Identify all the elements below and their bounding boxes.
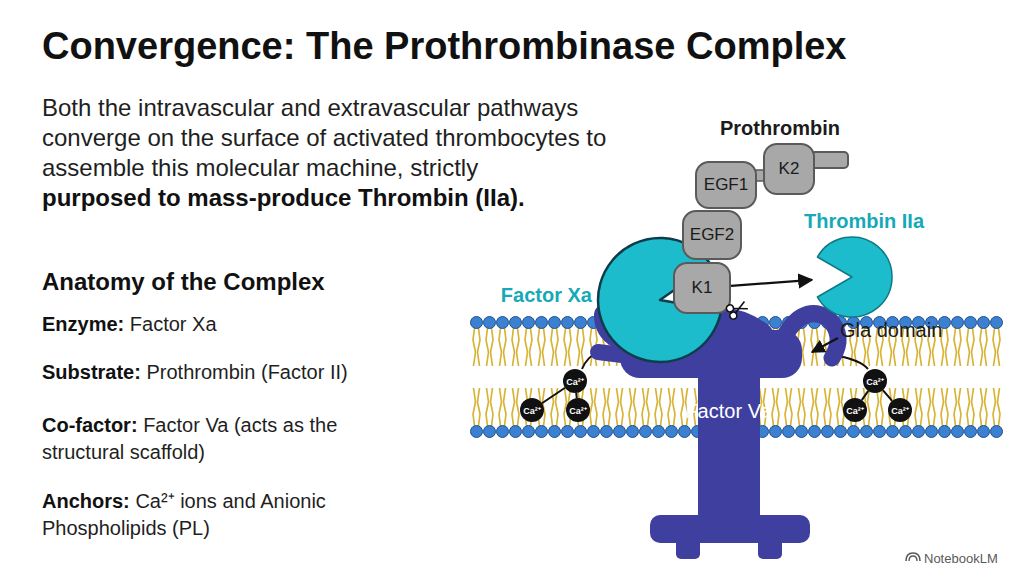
list-item: Anchors:Ca²⁺ ions and Anionic Phospholip… [42, 488, 392, 542]
domain-box: K2 [763, 143, 815, 195]
list-term: Substrate: [42, 361, 141, 383]
node-text: Thrombin IIa [804, 210, 944, 233]
node-text: Ca²⁺ [846, 404, 864, 417]
product-shape: Thrombin IIa [812, 237, 892, 317]
gla-tether [838, 356, 868, 369]
node-text: Factor Xa [492, 284, 592, 307]
domain-box: K1 [673, 262, 731, 314]
node-text: Ca²⁺ [891, 404, 909, 417]
prothrombin-tail [811, 152, 848, 168]
list-value: Factor Xa [130, 313, 217, 335]
node-text: Ca²⁺ [569, 404, 587, 417]
watermark-icon [906, 553, 920, 561]
reaction-arrow [731, 280, 812, 286]
list-item: Co-factor:Factor Va (acts as the structu… [42, 412, 392, 466]
node-text: EGF1 [704, 175, 748, 195]
node-text: EGF2 [690, 225, 734, 245]
calcium-ion: Ca²⁺ [888, 398, 912, 422]
calcium-ion: Ca²⁺ [520, 398, 544, 422]
intro-emphasis: purposed to mass-produce Thrombin (IIa). [42, 183, 652, 213]
calcium-ion: Ca²⁺ [863, 369, 887, 393]
list-value: Prothrombin (Factor II) [147, 361, 348, 383]
calcium-ion: Ca²⁺ [563, 369, 587, 393]
node-text: Ca²⁺ [523, 404, 541, 417]
node-text: K1 [692, 278, 713, 298]
tether-line [862, 391, 868, 400]
list-item: Enzyme: Factor Xa [42, 311, 392, 338]
node-text: Ca²⁺ [566, 375, 584, 388]
section-heading: Anatomy of the Complex [42, 268, 325, 296]
watermark: NotebookLM [924, 551, 998, 566]
tether-line [883, 390, 892, 401]
list-item: Substrate: Prothrombin (Factor II) [42, 359, 392, 386]
intro-text: Both the intravascular and extravascular… [42, 94, 606, 181]
list-term: Co-factor: [42, 414, 138, 436]
domain-box: EGF2 [682, 210, 742, 260]
callout-label: Gla domain [840, 319, 942, 342]
calcium-ion: Ca²⁺ [566, 398, 590, 422]
node-text: K2 [779, 159, 800, 179]
slide-title: Convergence: The Prothrombinase Complex [42, 25, 847, 68]
calcium-ion: Ca²⁺ [843, 398, 867, 422]
domain-box: EGF1 [695, 161, 757, 209]
node-text: Ca²⁺ [866, 375, 884, 388]
product-outline [812, 237, 892, 317]
part-label: Prothrombin [720, 117, 840, 140]
list-term: Enzyme: [42, 313, 124, 335]
intro-paragraph: Both the intravascular and extravascular… [42, 93, 652, 213]
node-text: Factor Va [673, 400, 783, 423]
tether-line [542, 388, 565, 404]
list-term: Anchors: [42, 490, 130, 512]
